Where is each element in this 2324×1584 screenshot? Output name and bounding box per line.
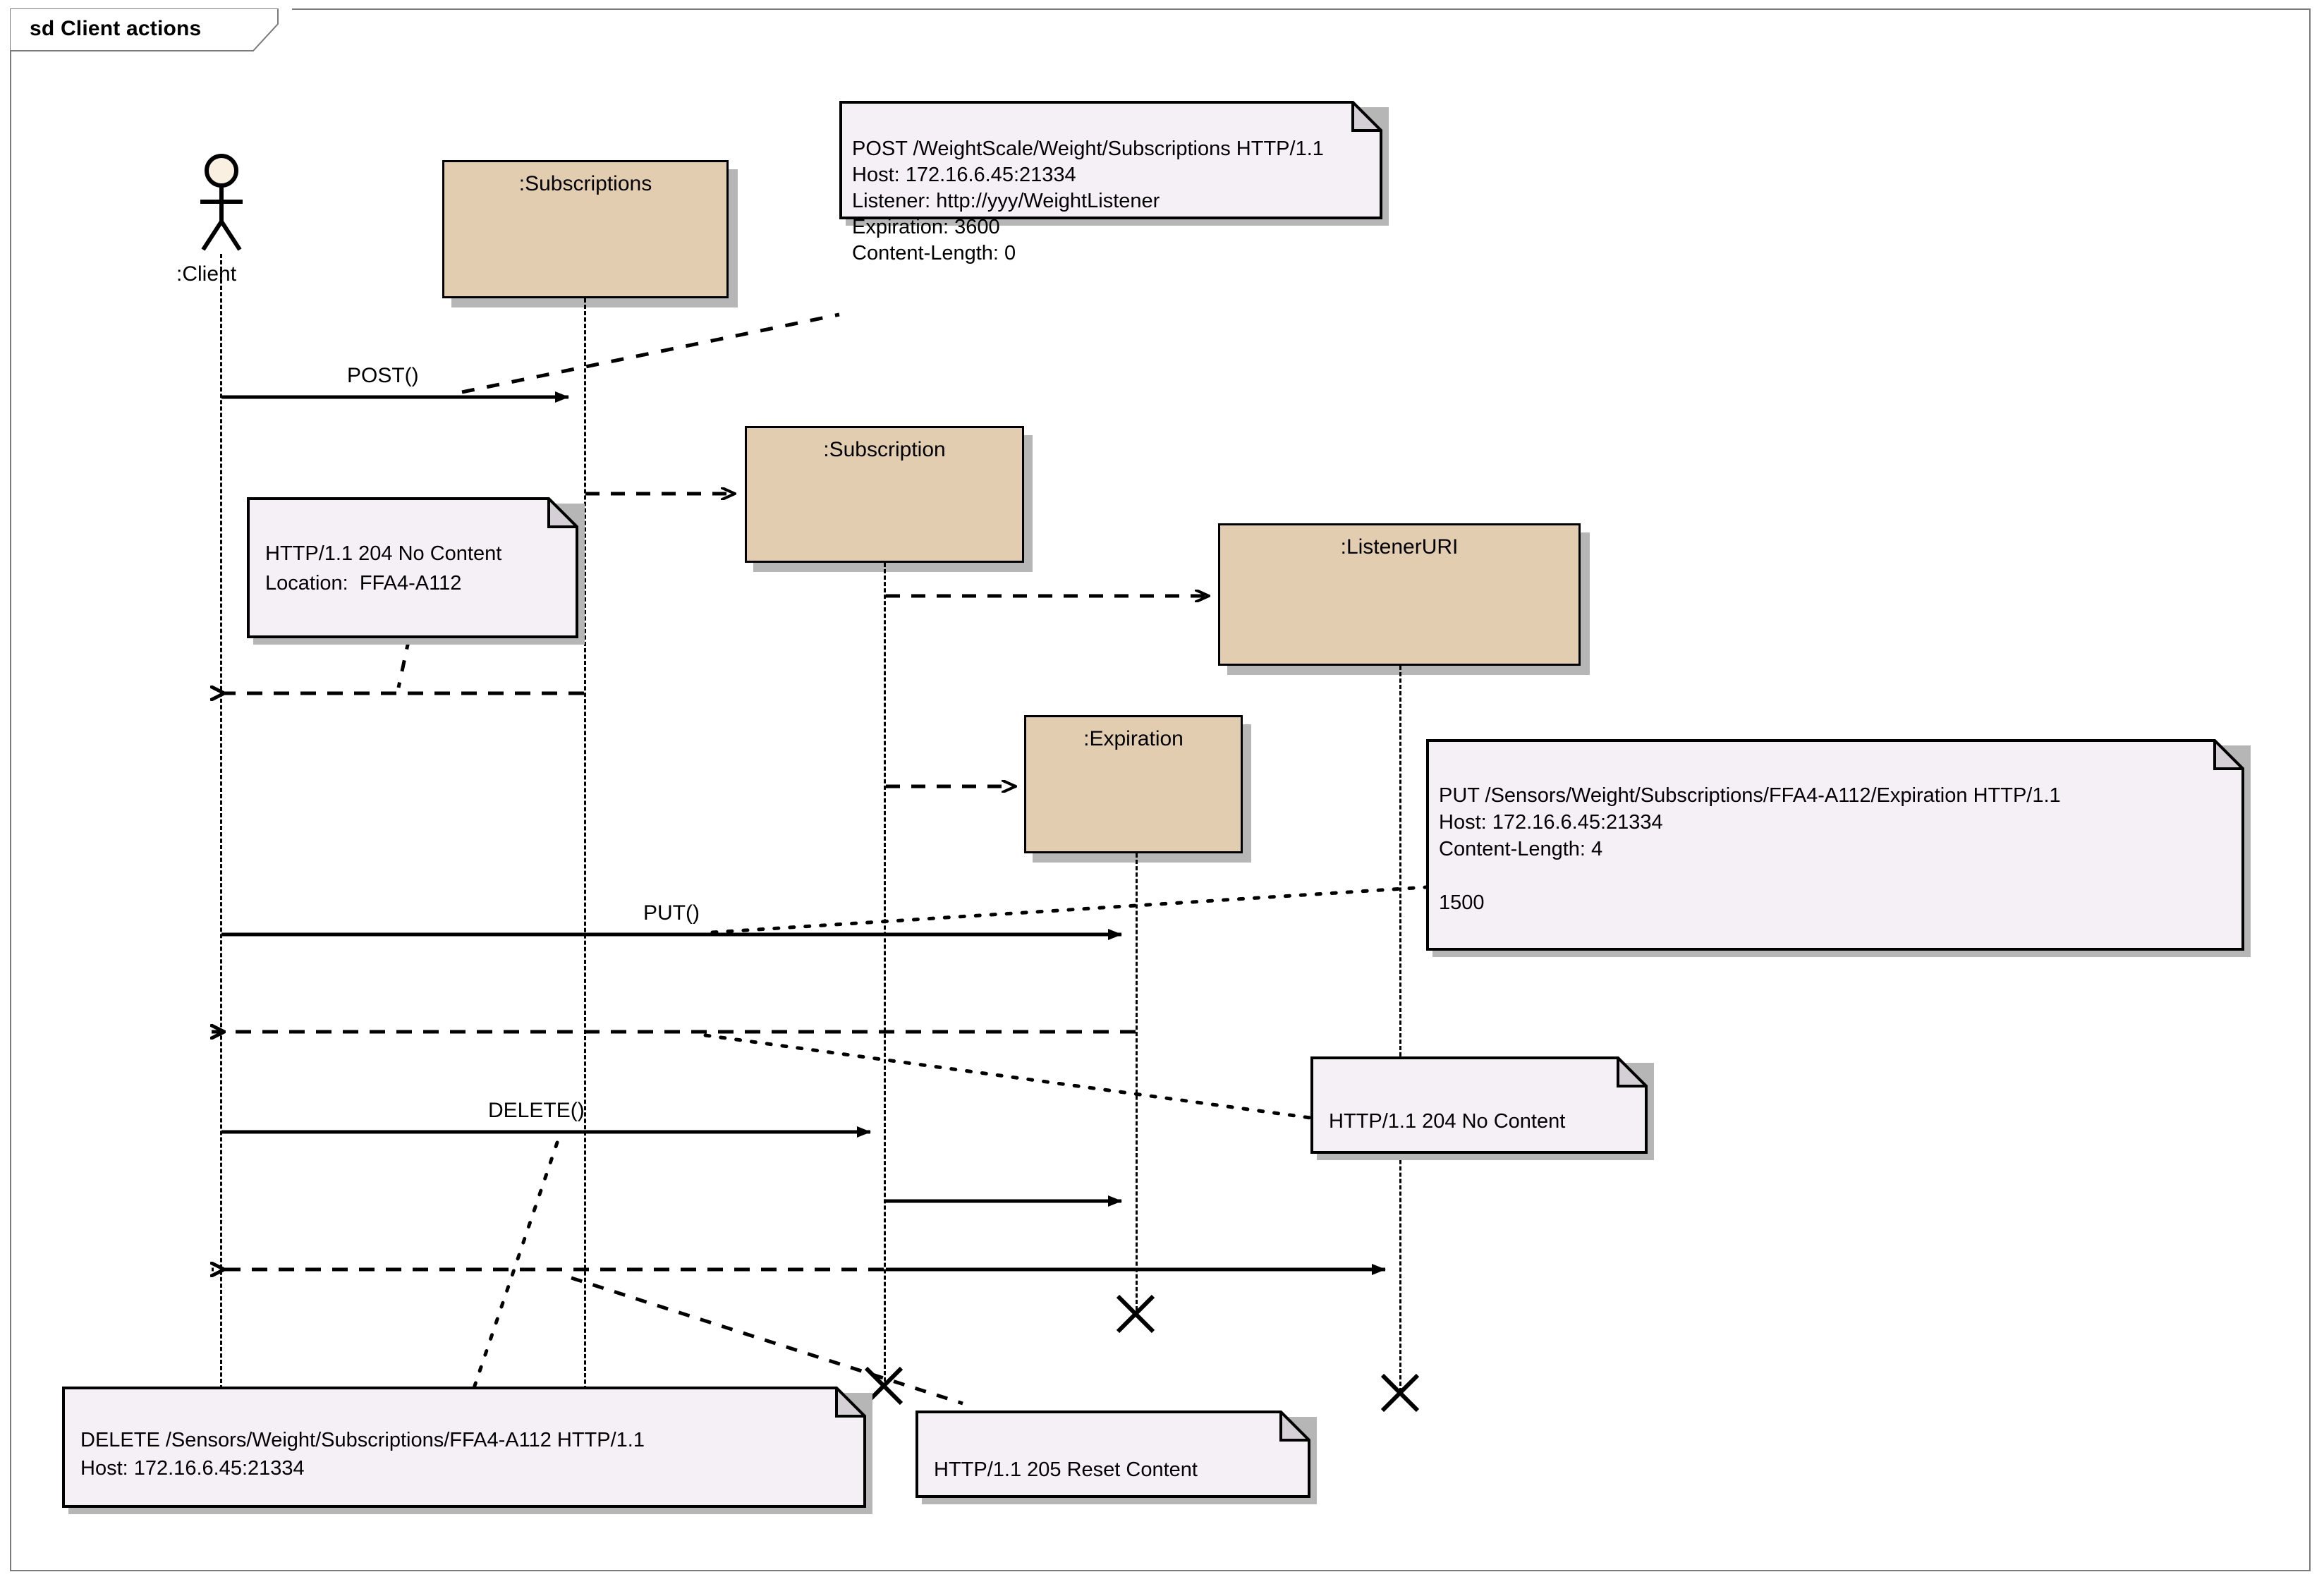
- actor-client[interactable]: [192, 154, 251, 252]
- note-delete-request[interactable]: DELETE /Sensors/Weight/Subscriptions/FFA…: [62, 1387, 872, 1514]
- note-post-request-line-1: POST /WeightScale/Weight/Subscriptions H…: [852, 138, 1324, 160]
- note-delete-request-line-1: DELETE /Sensors/Weight/Subscriptions/FFA…: [80, 1429, 645, 1451]
- note-delete-response-shape: [915, 1411, 1310, 1498]
- lifeline-subscriptions: [584, 298, 586, 1390]
- note-post-request-line-4: Expiration: 3600: [852, 216, 1000, 238]
- lifeline-listeneruri: [1399, 666, 1401, 1392]
- note-post-response-line-2: Location: FFA4-A112: [265, 572, 462, 595]
- participant-listeneruri[interactable]: :ListenerURI: [1218, 523, 1581, 666]
- participant-expiration-label: :Expiration: [1083, 727, 1184, 750]
- note-put-response[interactable]: HTTP/1.1 204 No Content: [1310, 1056, 1654, 1160]
- message-put-label: PUT(): [643, 901, 700, 925]
- frame-tab-shape: [10, 8, 279, 51]
- participant-subscription-label: :Subscription: [823, 438, 946, 461]
- stick-figure-actor-icon: [200, 154, 243, 251]
- note-delete-response[interactable]: HTTP/1.1 205 Reset Content: [915, 1411, 1317, 1504]
- frame-title: sd Client actions: [30, 17, 202, 40]
- note-post-request-line-3: Listener: http://yyy/WeightListener: [852, 190, 1160, 212]
- participant-subscriptions[interactable]: :Subscriptions: [442, 160, 729, 298]
- note-put-request-shape: [1426, 739, 2244, 951]
- note-post-request-shape: [839, 101, 1382, 219]
- participant-listeneruri-label: :ListenerURI: [1340, 535, 1459, 559]
- lifeline-subscription: [884, 563, 886, 1388]
- participant-subscription[interactable]: :Subscription: [745, 426, 1024, 563]
- note-post-request[interactable]: POST /WeightScale/Weight/Subscriptions H…: [839, 101, 1389, 264]
- note-delete-request-line-2: Host: 172.16.6.45:21334: [80, 1457, 305, 1480]
- note-post-response-line-1: HTTP/1.1 204 No Content: [265, 542, 502, 565]
- actor-client-label: :Client: [176, 262, 237, 286]
- note-post-response-shape: [247, 497, 578, 638]
- lifeline-expiration: [1136, 853, 1138, 1310]
- note-post-request-line-2: Host: 172.16.6.45:21334: [852, 164, 1076, 186]
- note-put-request-line-3: Content-Length: 4: [1439, 838, 1603, 860]
- frame-header-tab: [10, 8, 292, 51]
- lifeline-client: [220, 254, 222, 1389]
- participant-subscriptions-label: :Subscriptions: [518, 172, 652, 195]
- note-delete-request-shape: [62, 1387, 866, 1508]
- message-post-label: POST(): [347, 364, 419, 387]
- note-post-response[interactable]: HTTP/1.1 204 No Content Location: FFA4-A…: [247, 497, 585, 645]
- note-put-response-shape: [1310, 1056, 1648, 1154]
- note-put-response-line-1: HTTP/1.1 204 No Content: [1329, 1110, 1566, 1133]
- note-delete-response-line-1: HTTP/1.1 205 Reset Content: [934, 1458, 1198, 1481]
- note-put-request-line-2: Host: 172.16.6.45:21334: [1439, 811, 1663, 834]
- note-put-request[interactable]: PUT /Sensors/Weight/Subscriptions/FFA4-A…: [1426, 739, 2251, 957]
- note-post-request-line-5: Content-Length: 0: [852, 242, 1016, 264]
- note-put-request-line-1: PUT /Sensors/Weight/Subscriptions/FFA4-A…: [1439, 784, 2061, 807]
- participant-expiration[interactable]: :Expiration: [1024, 715, 1243, 853]
- note-put-request-line-5: 1500: [1439, 891, 1485, 914]
- message-delete-label: DELETE(): [488, 1099, 585, 1122]
